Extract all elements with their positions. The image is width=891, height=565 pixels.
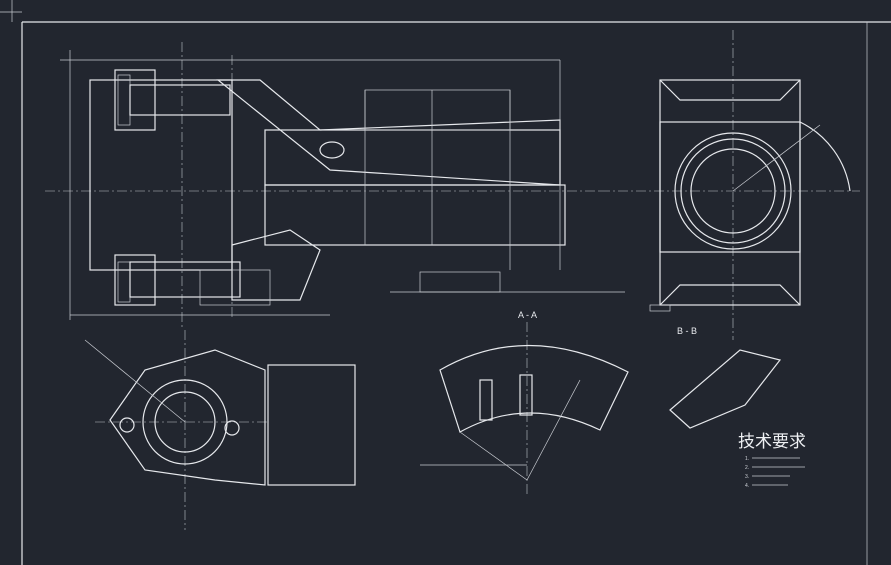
section-b-b: B - B	[669, 326, 782, 429]
tech-requirement-item: 1.	[745, 456, 749, 462]
section-a-label: A - A	[518, 310, 537, 320]
side-view	[600, 30, 860, 340]
technical-requirements: 技术要求 1. 2. 3. 4.	[738, 432, 806, 489]
tech-requirements-title: 技术要求	[738, 432, 806, 452]
section-b-label: B - B	[677, 326, 697, 336]
tech-requirement-item: 4.	[745, 483, 749, 489]
section-a-a: A - A	[420, 310, 629, 495]
bottom-left-view	[84, 330, 356, 530]
tech-requirement-item: 3.	[745, 474, 749, 480]
main-view	[45, 42, 625, 330]
tech-requirement-item: 2.	[745, 465, 749, 471]
